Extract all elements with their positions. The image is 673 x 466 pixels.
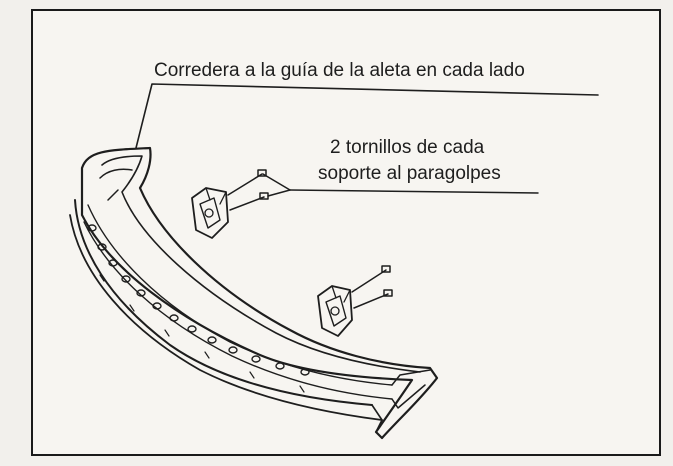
bracket-icon: [191, 187, 229, 239]
bracket-icon: [317, 285, 353, 337]
bumper-icon: [69, 146, 439, 440]
fender-guide-leader-line: [135, 83, 599, 149]
screw-icon: [351, 265, 393, 309]
screws-leader-lines: [262, 173, 539, 197]
figure-frame: [31, 9, 661, 456]
screw-icon: [227, 169, 269, 211]
fender-guide-callout: Corredera a la guía de la aleta en cada …: [154, 60, 525, 81]
bracket-screws-callout-line1: 2 tornillos de cada: [330, 137, 485, 158]
bumper-holes: [87, 224, 310, 376]
bracket-screws-callout-line2: soporte al paragolpes: [318, 163, 501, 184]
